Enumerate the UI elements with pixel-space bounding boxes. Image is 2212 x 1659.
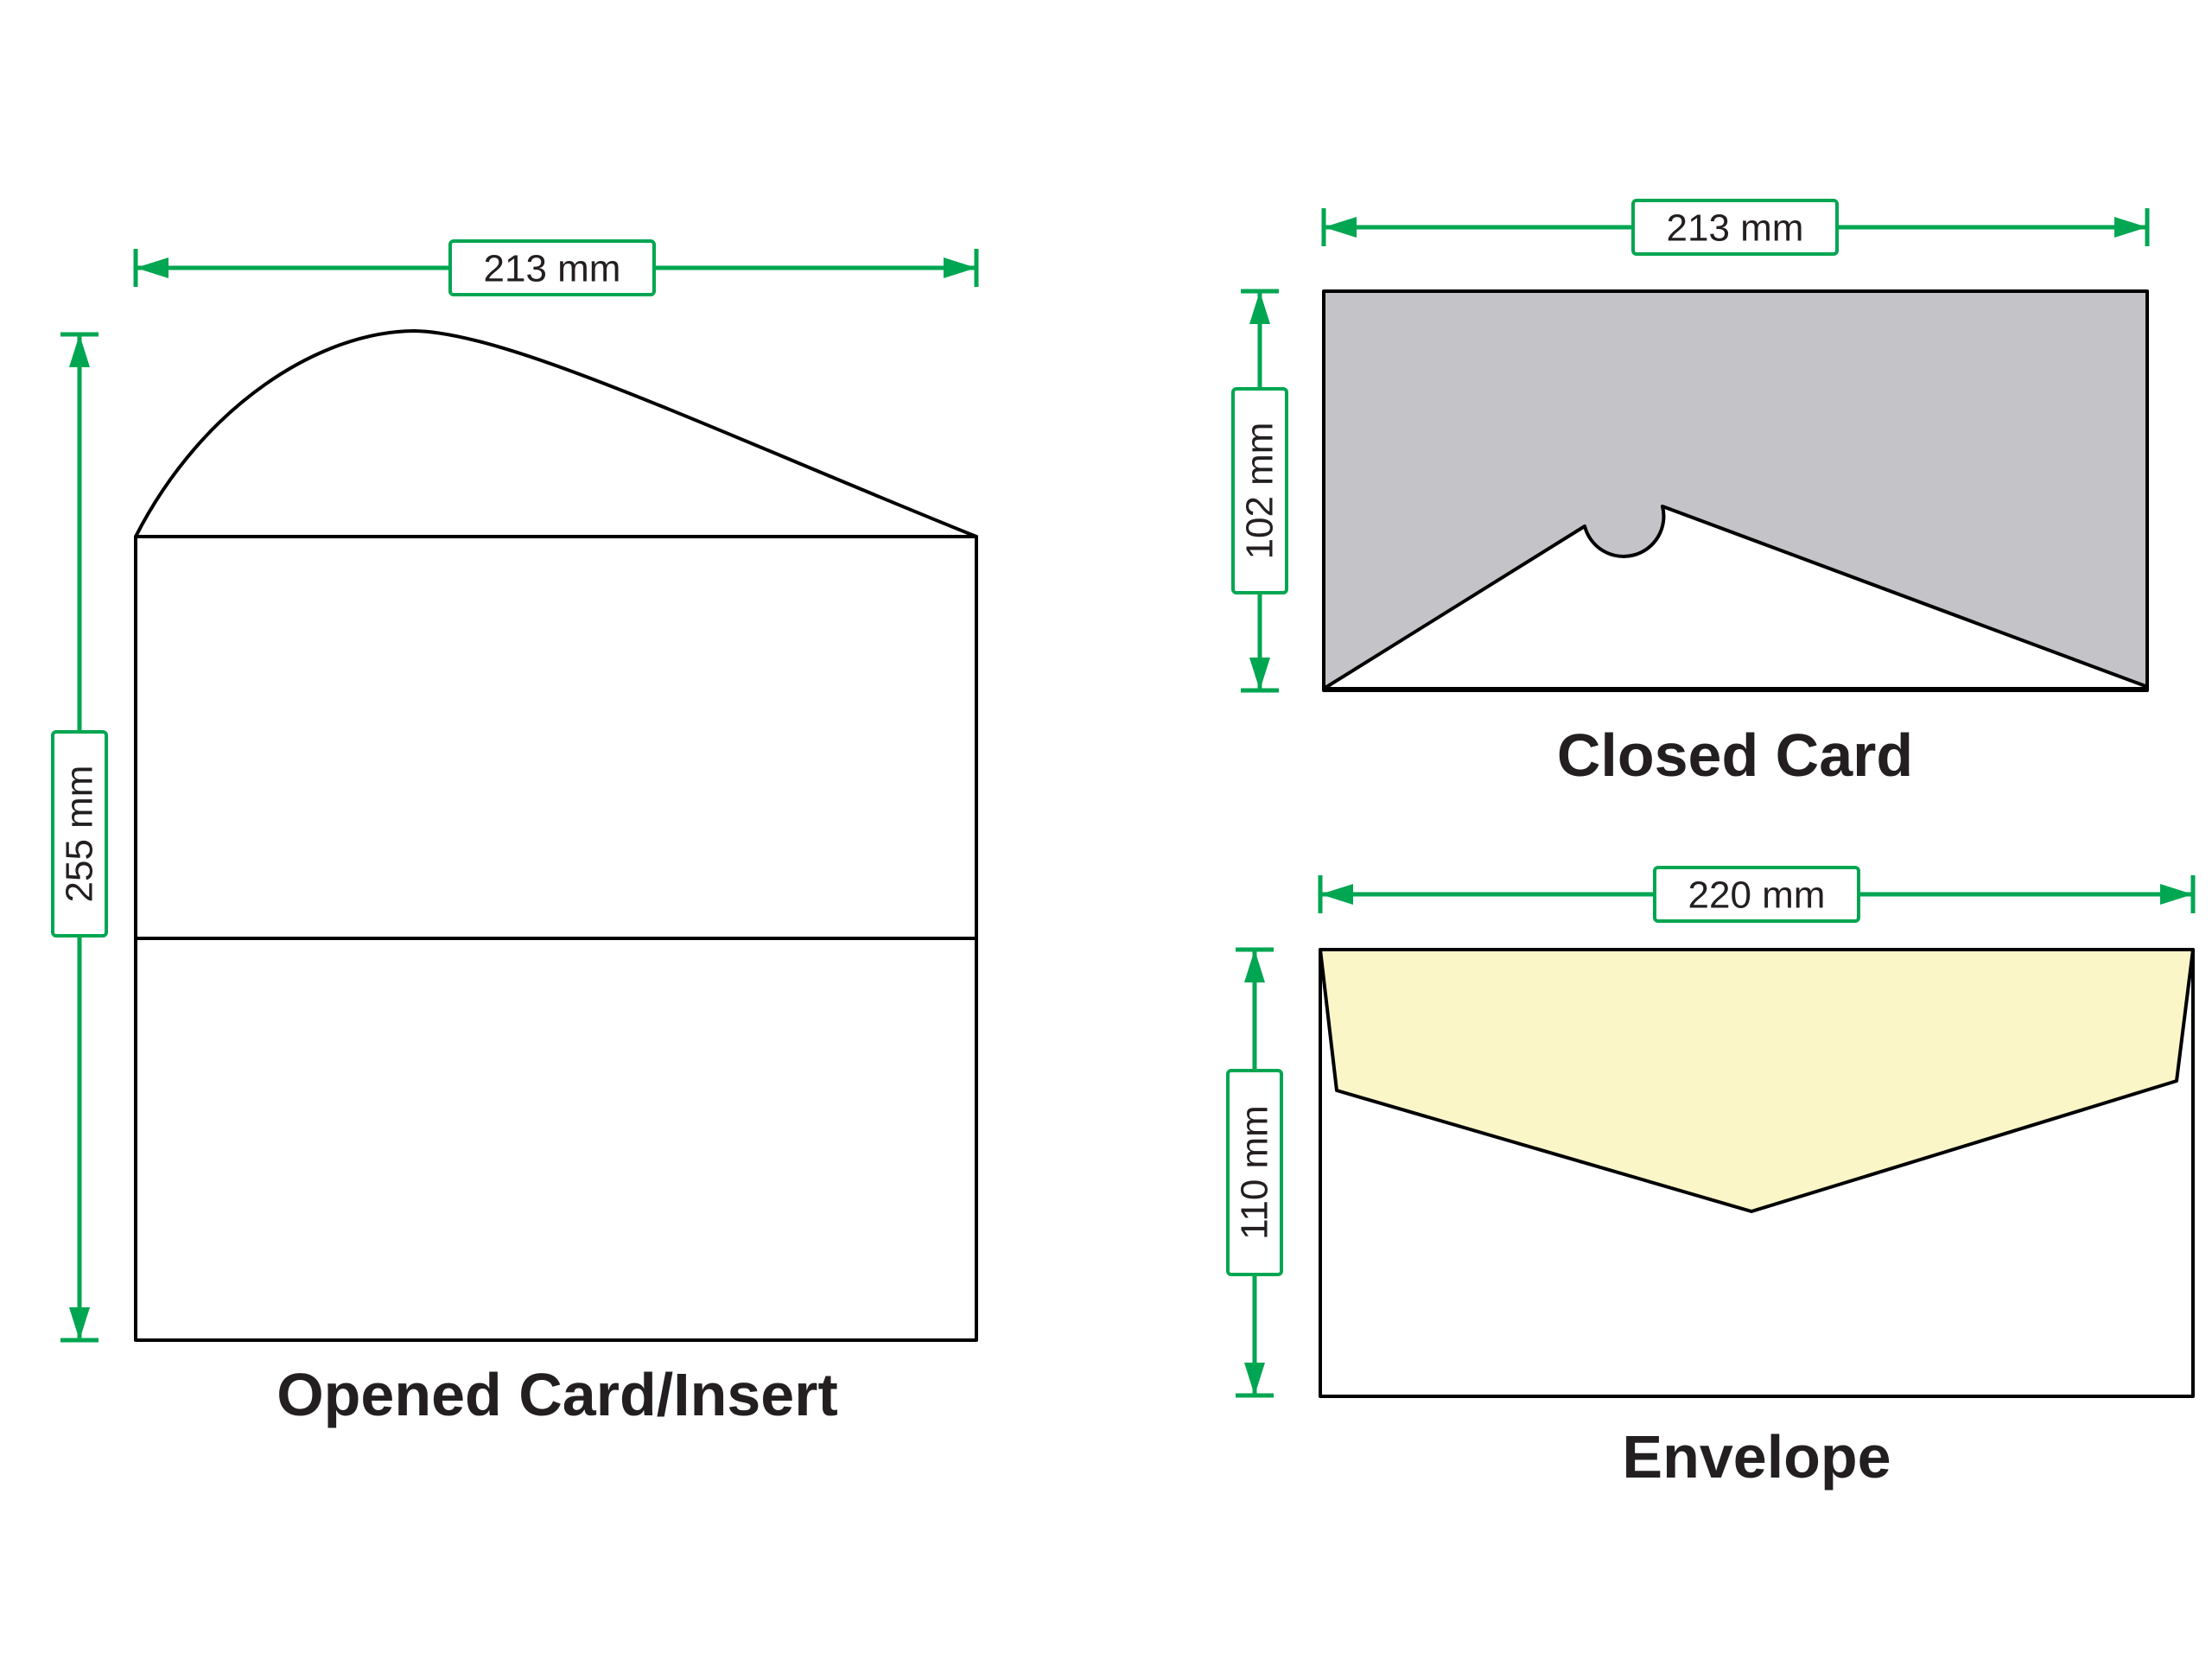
closed-card-width-dimension: 213 mm [1321,199,2150,256]
arrow-left-icon [136,257,168,278]
closed-card-caption: Closed Card [1557,721,1913,789]
closed-card-height-label-box [1231,387,1288,594]
envelope-caption: Envelope [1622,1423,1891,1491]
arrow-down-icon [69,1307,90,1340]
envelope-width-label: 220 mm [1688,874,1826,917]
envelope-height-label-box [1226,1069,1283,1276]
opened-card-width-label-box [448,239,656,296]
envelope-height-label: 110 mm [1234,1105,1276,1240]
closed-card-width-label: 213 mm [1667,207,1804,250]
arrow-up-icon [1244,950,1265,982]
arrow-up-icon [69,334,90,367]
arrow-left-icon [1320,884,1353,905]
opened-card-height-label-box [51,730,108,938]
opened-card-height-label: 255 mm [59,766,101,903]
arrow-left-icon [1324,217,1357,238]
closed-card-height-dimension: 102 mm [1231,289,1288,693]
arrow-up-icon [1249,291,1270,324]
arrow-down-icon [1249,658,1270,690]
opened-card-caption: Opened Card/Insert [276,1361,838,1428]
closed-card-height-label: 102 mm [1239,423,1281,560]
envelope-height-dimension: 110 mm [1226,947,1283,1398]
arrow-right-icon [2114,217,2147,238]
opened-card-width-label: 213 mm [484,248,621,290]
opened-card-width-dimension: 213 mm [133,239,979,296]
envelope-width-label-box [1653,866,1860,923]
envelope-flap-shape [1319,948,2195,1213]
opened-card-flap-shape [134,329,978,538]
envelope-width-dimension: 220 mm [1318,866,2196,923]
opened-card-height-dimension: 255 mm [51,332,108,1343]
arrow-right-icon [944,257,976,278]
closed-card-width-label-box [1631,199,1839,256]
closed-card-flap-opening-shape [1322,505,2147,690]
arrow-down-icon [1244,1363,1265,1395]
closed-card-figure: 213 mm 102 mm Closed Card [1231,199,2150,789]
envelope-figure: 220 mm 110 mm Envelope [1226,866,2196,1491]
arrow-right-icon [2160,884,2193,905]
opened-card-figure: 213 mm 255 mm Opened Card/Insert [51,239,979,1428]
